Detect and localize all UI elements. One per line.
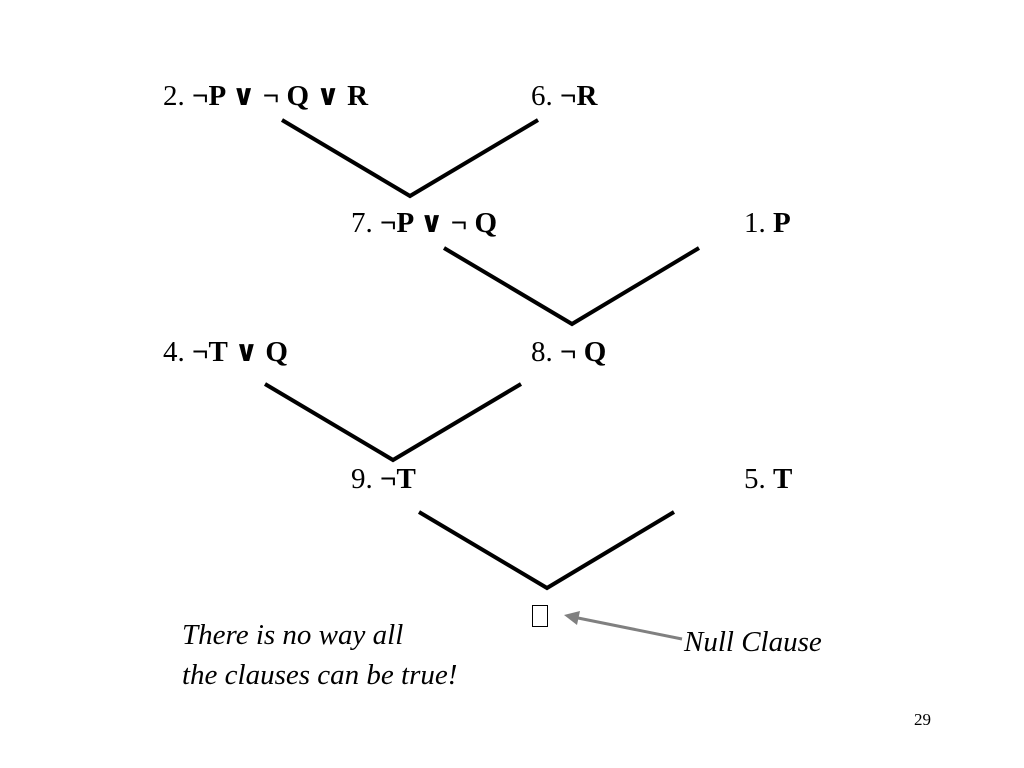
resolution-edge-c9-c5 [417,510,676,591]
clause-number: 5. [744,463,766,495]
clause-formula: T [773,463,793,495]
clause-number: 9. [351,463,373,495]
null-clause-box [532,605,548,627]
clause-formula: ¬T [380,463,416,495]
clause-1: 1. P [744,209,791,238]
clause-number: 2. [163,80,185,112]
conclusion-note-line-1: There is no way all [182,619,404,651]
resolution-edge-c2-c6 [280,118,540,199]
clause-formula: ¬T ∨ Q [192,336,288,368]
clause-7: 7. ¬P ∨ ¬ Q [351,209,497,238]
clause-formula: ¬P ∨ ¬ Q ∨ R [192,80,369,112]
clause-2: 2. ¬P ∨ ¬ Q ∨ R [163,82,368,111]
clause-number: 4. [163,336,185,368]
clause-formula: ¬P ∨ ¬ Q [380,207,498,239]
null-clause-label: Null Clause [684,626,822,658]
clause-number: 6. [531,80,553,112]
clause-formula: P [773,207,791,239]
clause-formula: ¬ Q [560,336,607,368]
clause-formula: ¬R [560,80,598,112]
resolution-edge-c7-c1 [442,246,701,327]
clause-9: 9. ¬T [351,465,416,494]
page-number: 29 [914,710,931,729]
conclusion-note-line-2: the clauses can be true! [182,659,458,692]
clause-4: 4. ¬T ∨ Q [163,338,288,367]
clause-5: 5. T [744,465,792,494]
conclusion-note: There is no way all the clauses can be t… [182,615,457,695]
null-clause-arrow [564,611,683,641]
clause-number: 7. [351,207,373,239]
clause-8: 8. ¬ Q [531,338,606,367]
resolution-edge-c4-c8 [263,382,523,463]
clause-number: 1. [744,207,766,239]
clause-6: 6. ¬R [531,82,597,111]
clause-number: 8. [531,336,553,368]
